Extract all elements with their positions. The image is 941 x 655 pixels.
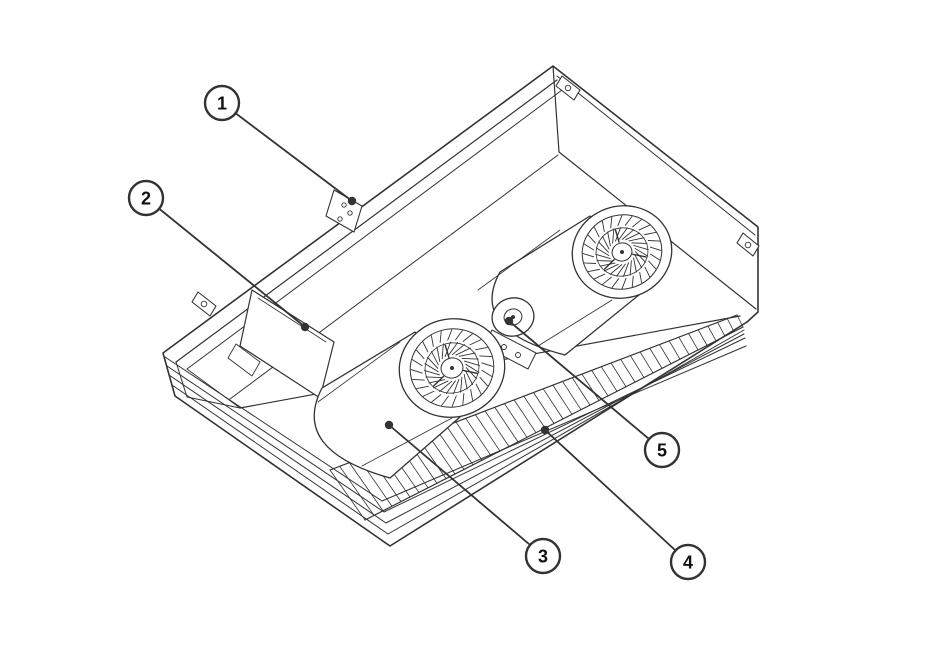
callout-1: 1	[203, 84, 357, 206]
callout-bubble	[524, 537, 562, 575]
callout-3: 3	[384, 420, 562, 575]
callout-bubble	[203, 84, 241, 122]
blower-rear-face	[571, 205, 673, 299]
hanger-bracket-top	[555, 75, 581, 101]
side-baffle-panel	[227, 289, 335, 399]
leader-dot	[504, 316, 514, 326]
hanger-bracket-left	[191, 291, 217, 317]
coil-fins	[329, 314, 744, 521]
leader-dot	[347, 196, 357, 206]
callout-3-number: 3	[538, 547, 548, 567]
fan-blades	[410, 329, 494, 407]
callout-bubble	[643, 431, 681, 469]
callout-2: 2	[127, 179, 310, 332]
fan-blades	[582, 215, 662, 289]
leader-line	[544, 429, 689, 563]
callout-2-number: 2	[141, 189, 151, 209]
drain-pan	[164, 329, 747, 535]
callout-4-number: 4	[683, 553, 693, 573]
blower-front	[313, 318, 506, 479]
callout-5-number: 5	[657, 441, 667, 461]
blower-front-face	[398, 318, 506, 418]
callouts: 1 2 3 4 5	[127, 84, 707, 581]
leader-line	[145, 197, 306, 328]
leader-line	[388, 424, 544, 557]
callout-5: 5	[504, 316, 681, 469]
callout-1-number: 1	[217, 94, 227, 114]
leader-line	[221, 102, 353, 202]
callout-bubble	[127, 179, 165, 217]
mounting-plate	[325, 189, 363, 233]
leader-line	[508, 320, 663, 451]
leader-dot	[540, 425, 550, 435]
callout-bubble	[669, 543, 707, 581]
fan-coil-unit-drawing	[162, 65, 760, 547]
leader-dot	[384, 420, 394, 430]
unit-outline	[162, 65, 759, 547]
callout-4: 4	[540, 425, 707, 581]
leader-dot	[300, 322, 310, 332]
hanger-bracket-right	[736, 232, 760, 257]
